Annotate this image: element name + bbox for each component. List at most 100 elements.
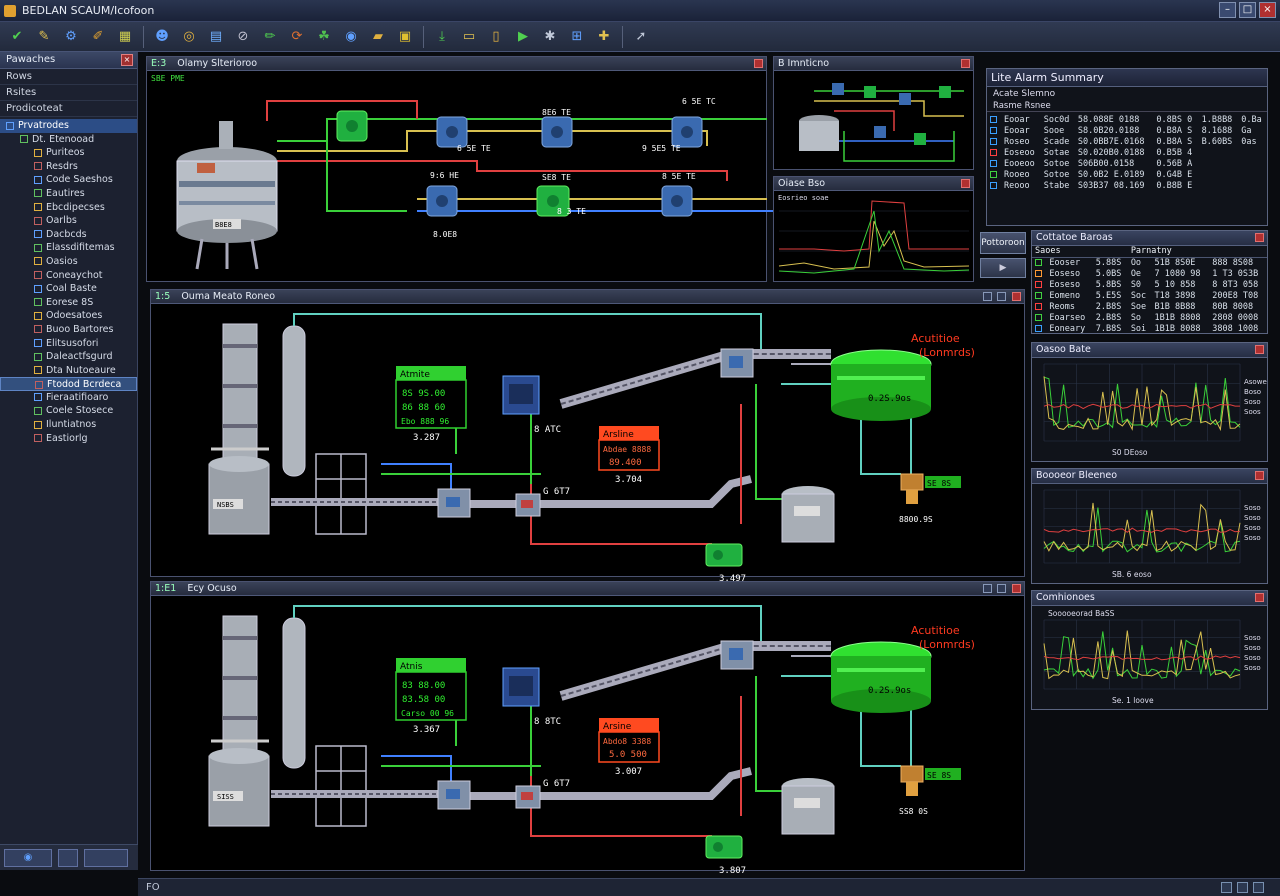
tree-item[interactable]: Code Saeshos <box>0 173 137 187</box>
network-icon[interactable]: ◎ <box>183 29 195 44</box>
download-icon[interactable]: ⤓ <box>439 29 445 44</box>
status-indicator[interactable] <box>1221 882 1232 893</box>
close-pane-button[interactable] <box>1012 292 1021 301</box>
motor-unit[interactable] <box>720 348 754 378</box>
distillation-column[interactable]: NSBS <box>208 323 306 535</box>
lock-icon[interactable]: ▣ <box>398 29 412 44</box>
tree-item[interactable]: Coal Baste <box>0 282 137 296</box>
tree-item[interactable]: Odoesatoes <box>0 309 137 323</box>
sync-icon[interactable]: ⟳ <box>291 29 303 44</box>
tree-item[interactable]: Puriteos <box>0 146 137 160</box>
navigate-button[interactable] <box>84 848 128 867</box>
control-valve[interactable] <box>900 765 961 796</box>
motor-unit[interactable] <box>720 640 754 670</box>
data-icon[interactable]: ⊞ <box>571 29 583 44</box>
close-panel-button[interactable] <box>1255 345 1264 354</box>
status-indicator[interactable] <box>1237 882 1248 893</box>
close-panel-button[interactable] <box>1255 471 1264 480</box>
tree-item[interactable]: Coneaychot <box>0 269 137 283</box>
close-pane-button[interactable] <box>754 59 763 68</box>
pointer-icon[interactable]: ➚ <box>635 29 647 44</box>
edit-icon[interactable]: ✎ <box>38 29 50 44</box>
close-pane-button[interactable] <box>961 179 970 188</box>
tree-item[interactable]: Oasios <box>0 255 137 269</box>
close-pane-button[interactable] <box>1012 584 1021 593</box>
close-pane-button[interactable] <box>961 59 970 68</box>
distillation-column[interactable]: SISS <box>208 615 306 827</box>
motor-unit[interactable] <box>515 785 541 809</box>
pressure-vessel[interactable] <box>781 778 835 835</box>
pump-3[interactable] <box>541 116 573 148</box>
tree-item[interactable]: Dta Nutoeaure <box>0 364 137 378</box>
status-indicator[interactable] <box>1253 882 1264 893</box>
status-box-red[interactable] <box>598 426 660 471</box>
document-icon[interactable]: ▭ <box>462 29 476 44</box>
control-valve[interactable] <box>900 473 961 504</box>
pump-motor[interactable] <box>705 543 743 567</box>
product-tank[interactable] <box>830 349 932 421</box>
maximize-pane-button[interactable] <box>997 292 1006 301</box>
pump-5[interactable] <box>426 185 458 217</box>
close-panel-button[interactable] <box>1255 233 1264 242</box>
tree-item[interactable]: Buoo Bartores <box>0 323 137 337</box>
connect-icon[interactable]: ⚙ <box>65 29 77 44</box>
pump-4[interactable] <box>671 116 703 148</box>
product-tank[interactable] <box>830 641 932 713</box>
maximize-pane-button[interactable] <box>997 584 1006 593</box>
tags-icon[interactable]: ☘ <box>318 29 330 44</box>
clipboard-icon[interactable]: ▯ <box>492 29 500 44</box>
minimize-pane-button[interactable] <box>983 292 992 301</box>
settings-icon[interactable]: ✱ <box>544 29 556 44</box>
tree-item[interactable]: Elitsusofori <box>0 337 137 351</box>
pattern-button[interactable]: Pottoroon <box>980 232 1026 254</box>
explorer-row[interactable]: Rsites <box>0 85 137 101</box>
motor-unit[interactable] <box>437 488 471 518</box>
tree-item[interactable]: Ebcdipecses <box>0 201 137 215</box>
pump-2[interactable] <box>436 116 468 148</box>
pressure-vessel[interactable] <box>781 486 835 543</box>
control-cabinet[interactable] <box>502 375 540 415</box>
tree-item[interactable]: Coele Stosece <box>0 404 137 418</box>
motor-unit[interactable] <box>515 493 541 517</box>
panel-button[interactable] <box>58 848 78 867</box>
tree-item[interactable]: Dt. Etenooad <box>0 133 137 147</box>
tree-item[interactable]: Eautires <box>0 187 137 201</box>
tree-item[interactable]: Iluntiatnos <box>0 418 137 432</box>
globe-button[interactable]: ◉ <box>4 848 52 867</box>
tree-item[interactable]: Ftodod Bcrdeca <box>0 377 137 391</box>
close-button[interactable]: × <box>1259 2 1276 18</box>
user-icon[interactable]: ☻ <box>155 29 169 44</box>
pump-6[interactable] <box>536 185 570 217</box>
tree-item[interactable]: Eorese 8S <box>0 296 137 310</box>
close-explorer-button[interactable]: × <box>121 54 133 66</box>
puzzle-icon[interactable]: ✚ <box>598 29 610 44</box>
minimize-pane-button[interactable] <box>983 584 992 593</box>
folder-icon[interactable]: ▰ <box>373 29 383 44</box>
pen-icon[interactable]: ✐ <box>92 29 104 44</box>
close-panel-button[interactable] <box>1255 593 1264 602</box>
monitor-icon[interactable]: ▤ <box>209 29 223 44</box>
tree-item[interactable]: Daleactfsgurd <box>0 350 137 364</box>
link-icon[interactable]: ⊘ <box>237 29 249 44</box>
explorer-row[interactable]: Prodicoteat <box>0 101 137 117</box>
control-cabinet[interactable] <box>502 667 540 707</box>
pump-7[interactable] <box>661 185 693 217</box>
tree-item[interactable]: Oarlbs <box>0 214 137 228</box>
tree-item[interactable]: Resdrs <box>0 160 137 174</box>
status-box-green[interactable] <box>395 658 467 721</box>
tree-item[interactable]: Prvatrodes <box>0 119 137 133</box>
run-icon[interactable]: ✔ <box>11 29 23 44</box>
status-box-red[interactable] <box>598 718 660 763</box>
tree-item[interactable]: Eastiorlg <box>0 432 137 446</box>
